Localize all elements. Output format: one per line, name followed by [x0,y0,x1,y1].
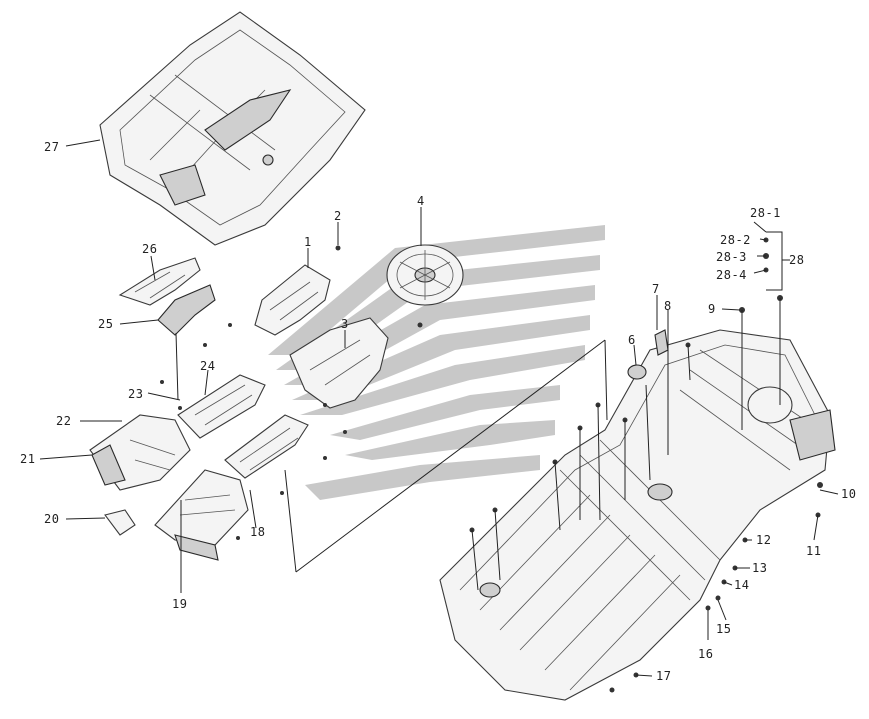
callout-28-4: 28-4 [716,268,747,282]
part-20-small-bracket [104,509,136,536]
callout-21: 21 [20,452,35,466]
callout-10: 10 [841,487,856,501]
callout-2: 2 [334,209,342,223]
callout-24: 24 [200,359,215,373]
part-27-floor-carpet [99,11,366,246]
part-25-bracket [157,284,216,336]
callout-28: 28 [789,253,804,267]
callout-9: 9 [708,302,716,316]
callout-28-2: 28-2 [720,233,751,247]
callout-22: 22 [56,414,71,428]
part-main-underbody [439,329,836,701]
callout-7: 7 [652,282,660,296]
callout-19: 19 [172,597,187,611]
callout-6: 6 [628,333,636,347]
callout-27: 27 [44,140,59,154]
callout-15: 15 [716,622,731,636]
leader-lines [39,139,839,677]
callout-11: 11 [806,544,821,558]
part-6-plug [627,364,647,380]
part-4-spare-wheel [386,244,464,306]
callout-20: 20 [44,512,59,526]
callout-13: 13 [752,561,767,575]
callout-1: 1 [304,235,312,249]
callout-17: 17 [656,669,671,683]
part-24-sill-panel [177,374,266,439]
callout-3: 3 [341,317,349,331]
part-21-front-floor-pan [89,414,191,491]
part-18-sill-panel [224,414,309,479]
callout-labels: 27 2 1 4 3 26 25 24 23 22 21 20 19 18 7 … [20,140,856,683]
callout-12: 12 [756,533,771,547]
callout-25: 25 [98,317,113,331]
callout-18: 18 [250,525,265,539]
callout-4: 4 [417,194,425,208]
part-26-bracket [118,257,201,306]
callout-28-1: 28-1 [750,206,781,220]
part-8-bracket [654,329,669,356]
part-1-center-tunnel [254,264,331,336]
callout-26: 26 [142,242,157,256]
callout-14: 14 [734,578,749,592]
callout-16: 16 [698,647,713,661]
callout-8: 8 [664,299,672,313]
part-3-console-bracket [289,317,389,409]
callout-23: 23 [128,387,143,401]
part-19-floor-pan [154,469,249,561]
callout-28-3: 28-3 [716,250,747,264]
